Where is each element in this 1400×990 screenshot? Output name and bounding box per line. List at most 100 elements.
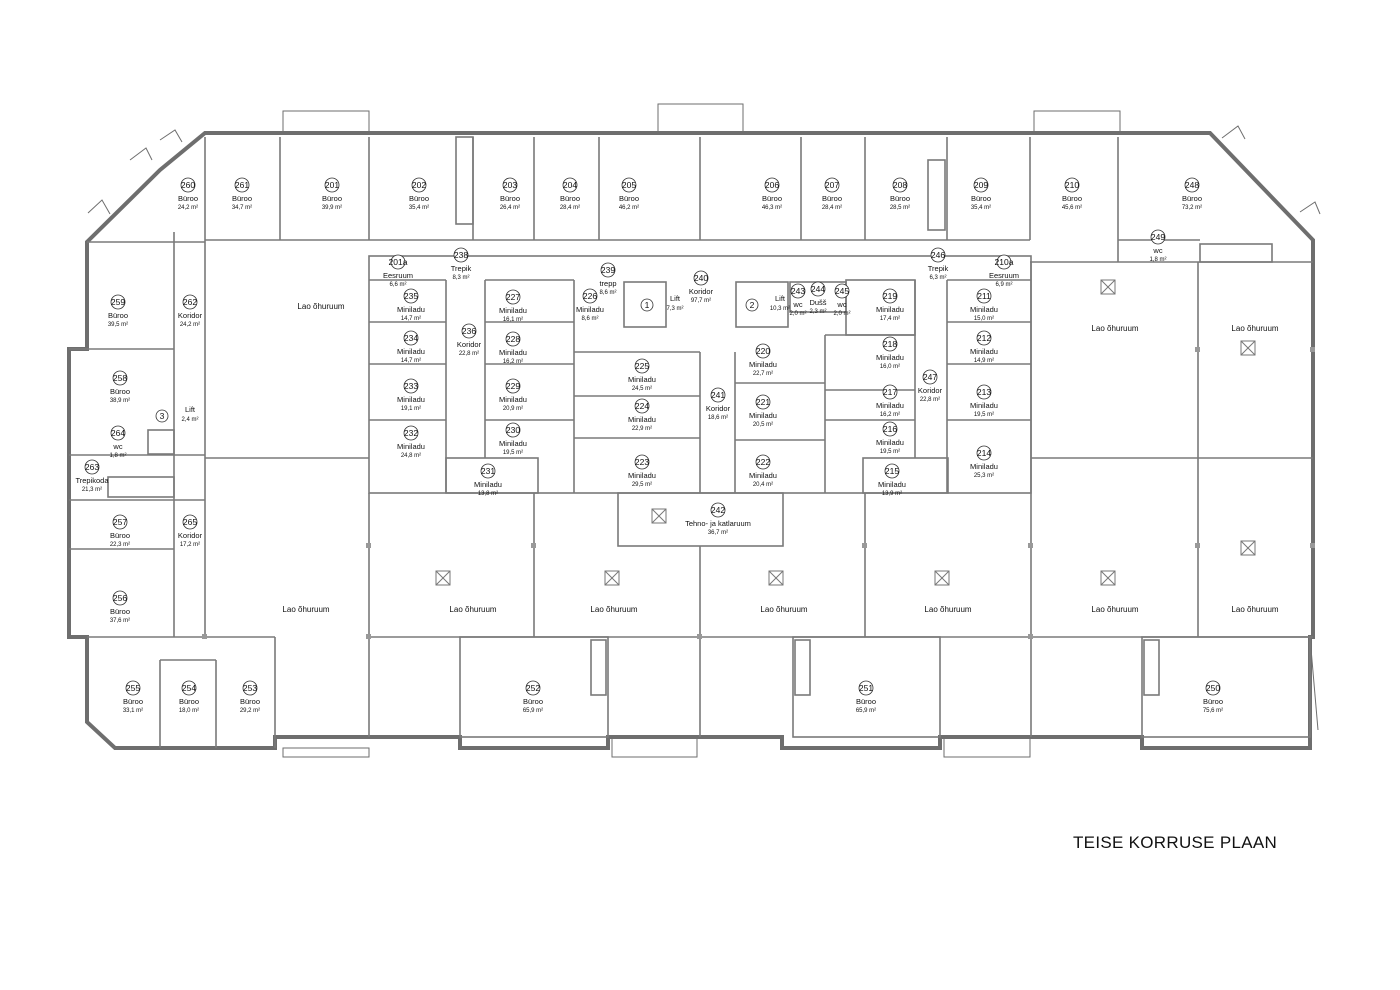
balcony-bottom-mid2 (943, 736, 1031, 758)
room-area: 8,6 m² (581, 316, 598, 322)
stair-249 (1199, 243, 1273, 263)
room-name: Miniladu (749, 471, 777, 480)
room-number-circle (84, 459, 100, 475)
room-number-circle (182, 294, 198, 310)
room-number: 244 (811, 284, 825, 294)
room-number-circle (180, 177, 196, 193)
room-number-circle (973, 177, 989, 193)
room-name: Büroo (1062, 194, 1082, 203)
room-area: 28,5 m² (890, 205, 910, 211)
room-area: 22,7 m² (753, 371, 773, 377)
room-area: 37,6 m² (110, 618, 130, 624)
room-area: 2,4 m² (181, 417, 198, 423)
plan-title: TEISE KORRUSE PLAAN (1073, 833, 1278, 852)
room-number-circle (242, 680, 258, 696)
room-name: Miniladu (876, 438, 904, 447)
room-area: 17,2 m² (180, 542, 200, 548)
room-area: 35,4 m² (409, 205, 429, 211)
room-number-circle (976, 384, 992, 400)
room-name: Eesruum (383, 271, 413, 280)
room-number: 245 (835, 286, 849, 296)
room-area: 46,2 m² (619, 205, 639, 211)
warehouse-label: Lao õhuruum (1091, 324, 1138, 333)
room-number-circle (810, 281, 826, 297)
room-area: 19,5 m² (880, 449, 900, 455)
skylight (1100, 570, 1116, 586)
room-number-circle (403, 425, 419, 441)
room-number-circle (110, 425, 126, 441)
room-number-circle (453, 247, 469, 263)
room-number-circle (693, 270, 709, 286)
room-number: 241 (711, 390, 725, 400)
room-231-box (445, 457, 539, 494)
room-name: Miniladu (970, 401, 998, 410)
room-number: 235 (404, 291, 418, 301)
warehouse-label: Lao õhuruum (1231, 605, 1278, 614)
room-number-circle (562, 177, 578, 193)
room-area: 19,5 m² (974, 412, 994, 418)
balcony-top-left (282, 110, 370, 134)
room-name: Büroo (500, 194, 520, 203)
room-number: 246 (931, 250, 945, 260)
room-area: 39,9 m² (322, 205, 342, 211)
interior-walls (69, 136, 1313, 748)
room-number-circle (882, 421, 898, 437)
column (1310, 543, 1315, 548)
room-name: Miniladu (878, 480, 906, 489)
skylights (435, 279, 1256, 586)
room-number-circle (582, 288, 598, 304)
room-number: 226 (583, 291, 597, 301)
room-area: 10,3 m² (770, 306, 790, 312)
room-area: 21,3 m² (82, 487, 102, 493)
room-number: 254 (182, 683, 196, 693)
room-number: 260 (181, 180, 195, 190)
warehouse-label: Lao õhuruum (449, 605, 496, 614)
room-name: Büroo (409, 194, 429, 203)
room-number-circle (112, 590, 128, 606)
room-area: 28,4 m² (560, 205, 580, 211)
room-number: 253 (243, 683, 257, 693)
room-number-circle (882, 288, 898, 304)
stair-252 (590, 639, 607, 696)
room-area: 22,8 m² (920, 397, 940, 403)
room-number: 225 (635, 361, 649, 371)
column (366, 634, 371, 639)
lift-2-shaft (735, 281, 789, 328)
room-name: Miniladu (397, 442, 425, 451)
room-name: Trepikoda (75, 476, 109, 485)
room-number: 249 (1151, 232, 1165, 242)
room-area: 24,2 m² (178, 205, 198, 211)
room-name: Miniladu (397, 347, 425, 356)
bay-window-right-top (1221, 125, 1321, 215)
room-number-circle (634, 398, 650, 414)
room-area: 2,0 m² (833, 311, 850, 317)
room-number: 227 (506, 292, 520, 302)
room-area: 25,3 m² (974, 473, 994, 479)
